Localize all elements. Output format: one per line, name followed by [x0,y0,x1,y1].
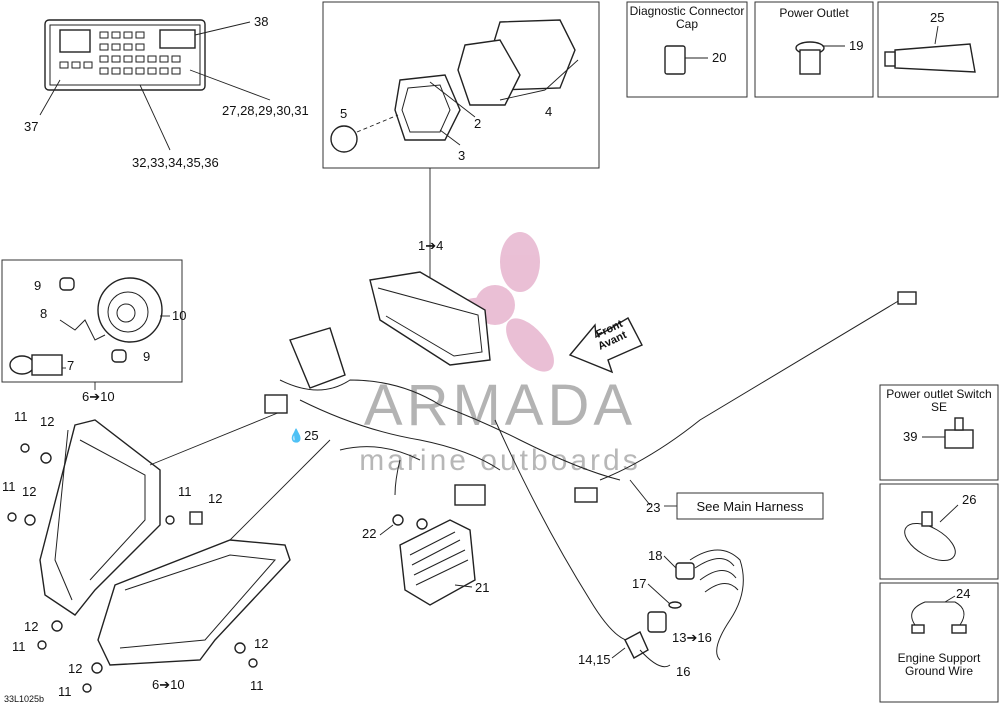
ground-wire-box [879,582,999,703]
label-16: 16 [676,664,690,679]
power-outlet-title: Power Outlet [779,6,849,20]
connector-cap-icon [664,45,686,75]
ground-wire-icon [911,601,967,634]
label-25-top: 25 [930,10,944,25]
label-17: 17 [632,576,646,591]
label-1-to-4: 1➔4 [418,238,443,253]
label-14-15: 14,15 [578,652,611,667]
grease-tube-box [877,1,999,98]
label-37: 37 [24,119,38,134]
label-5: 5 [340,106,347,121]
label-6-to-10-top: 6➔10 [82,389,115,404]
outlet-switch-title-1: Power outlet Switch [886,387,991,401]
diagnostic-title-1: Diagnostic Connector [630,4,745,18]
label-12e: 12 [254,636,268,651]
label-12d: 12 [208,491,222,506]
label-7: 7 [67,358,74,373]
label-18: 18 [648,548,662,563]
outlet-switch-box [879,384,999,481]
gauge-kit-box [322,1,600,169]
label-2: 2 [474,116,481,131]
label-3: 3 [458,148,465,163]
label-8: 8 [40,306,47,321]
left-headlight [39,419,161,616]
power-outlet-icon [795,41,825,75]
label-23: 23 [646,500,660,515]
label-9b: 9 [143,349,150,364]
label-11d: 11 [178,484,192,499]
front-direction-arrow: Front Avant [568,317,643,374]
see-main-harness-box [676,492,824,520]
drawing-code: 33L1025b [4,694,44,704]
label-21: 21 [475,580,489,595]
watermark-sub: marine outboards [359,444,640,477]
diagnostic-title-2: Cap [676,17,698,31]
label-24: 24 [956,586,970,601]
bulb-parts [9,277,163,376]
label-9a: 9 [34,278,41,293]
label-12f: 12 [68,661,82,676]
center-harness [264,271,917,642]
label-20: 20 [712,50,726,65]
label-32-36: 32,33,34,35,36 [132,155,219,170]
grease-tube-icon [884,43,976,73]
right-headlight [97,539,291,666]
safety-lanyard [624,549,744,668]
label-12a: 12 [40,414,54,429]
voltage-regulator [392,514,476,606]
label-22: 22 [362,526,376,541]
outlet-switch-icon [944,417,974,449]
power-outlet-box [754,1,874,98]
label-12b: 12 [22,484,36,499]
label-38: 38 [254,14,268,29]
outlet-switch-title-2: SE [931,400,947,414]
label-11e: 11 [250,678,264,693]
label-11a: 11 [14,409,28,424]
fuse-box-module [39,19,271,151]
label-39: 39 [903,429,917,444]
ground-wire-title-2: Ground Wire [905,664,973,678]
see-main-harness-text: See Main Harness [697,499,804,514]
label-27-31: 27,28,29,30,31 [222,103,309,118]
label-11f: 11 [58,684,72,699]
label-11c: 11 [12,639,26,654]
watermark-brand: ARMADA [364,373,636,438]
tether-strap-icon [904,511,956,562]
diagnostic-cap-box [626,1,748,98]
gauge-cluster-parts [330,19,579,153]
label-19: 19 [849,38,863,53]
ground-wire-title-1: Engine Support [898,651,981,665]
label-11b: 11 [2,479,16,494]
headlight-bulb-box [1,259,183,383]
label-10: 10 [172,308,186,323]
label-25-center: 💧25 [288,428,319,443]
label-13-to-16: 13➔16 [672,630,712,645]
label-6-to-10-bottom: 6➔10 [152,677,185,692]
tether-box [879,483,999,580]
label-26: 26 [962,492,976,507]
label-4: 4 [545,104,552,119]
label-12c: 12 [24,619,38,634]
